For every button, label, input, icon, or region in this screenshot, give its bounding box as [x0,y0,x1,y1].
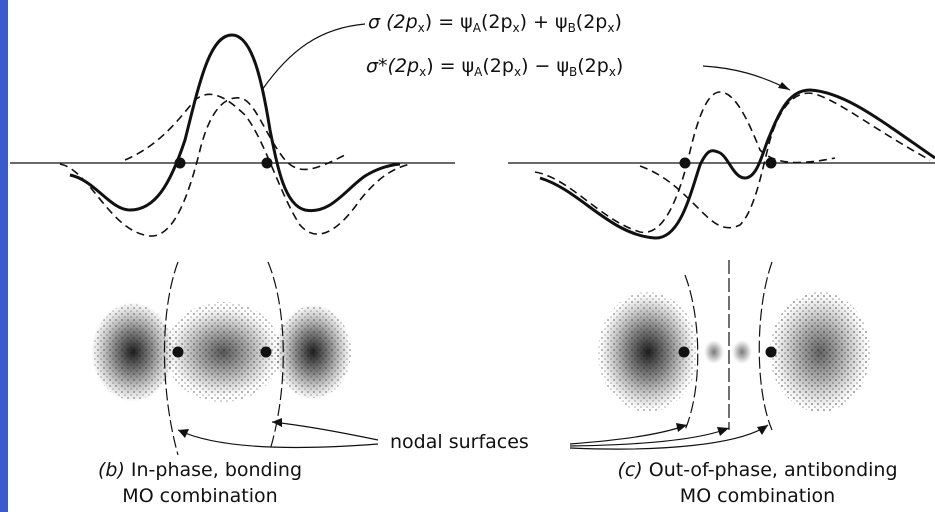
bonding-caption-letter: (b) [98,459,125,481]
bonding-caption-line2: MO combination [60,484,340,508]
nucleus-a-antibonding-cloud [679,347,690,358]
bonding-leader-line [262,24,365,90]
nucleus-b-bonding-cloud [261,347,272,358]
bonding-caption-text: In-phase, bonding [125,459,302,481]
bonding-equation: σ (2px) = ψA(2px) + ψB(2px) [368,10,622,40]
antibonding-plot [508,90,935,238]
antibonding-caption-text: Out-of-phase, antibonding [643,459,898,481]
nodal-surface-right-3 [759,262,772,430]
antibonding-equation: σ*(2px) = ψA(2px) − ψB(2px) [366,54,623,84]
nucleus-a-antibonding [680,158,691,169]
nodal-surfaces-label: nodal surfaces [390,430,529,454]
antibonding-arrowhead [778,82,790,90]
antibonding-caption-line1: (c) Out-of-phase, antibonding [580,458,935,482]
nucleus-b-antibonding-cloud [766,347,777,358]
nucleus-a-bonding-cloud [173,347,184,358]
antibonding-caption-line2: MO combination [580,484,935,508]
nucleus-b-bonding [262,158,273,169]
nucleus-b-antibonding [766,158,777,169]
bonding-electron-cloud [91,262,351,455]
antibonding-electron-cloud [598,260,870,430]
sigma-bonding-curve [70,35,400,211]
psi-a-bonding-dashed [60,98,345,236]
antibonding-leader-line [703,66,790,90]
antibonding-caption-letter: (c) [617,459,642,481]
sigma-star-antibonding-curve [540,90,935,238]
bonding-caption-line1: (b) In-phase, bonding [60,458,340,482]
nucleus-a-bonding [175,158,186,169]
